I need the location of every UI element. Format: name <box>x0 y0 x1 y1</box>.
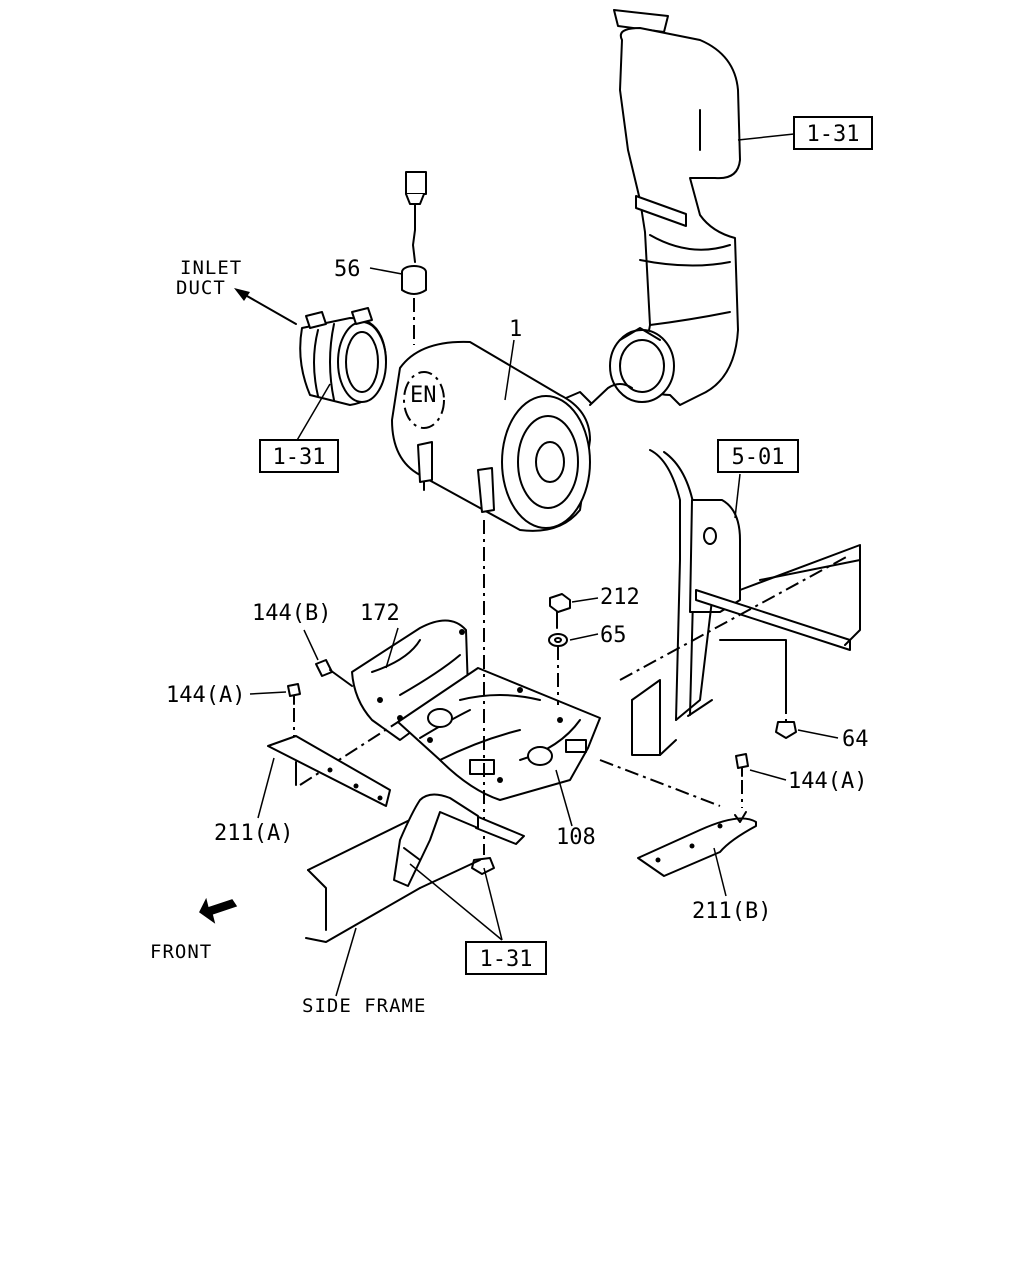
frame-cross-member <box>619 449 861 756</box>
fasteners <box>287 593 797 875</box>
label-part-144a-left: 144(A) <box>166 683 245 708</box>
restriction-sensor <box>401 171 427 345</box>
label-part-211a: 211(A) <box>214 821 293 846</box>
label-part-144a-right: 144(A) <box>788 769 867 794</box>
label-part-1: 1 <box>509 317 522 342</box>
front-arrow-icon <box>199 897 238 924</box>
alignment-line-left <box>299 721 399 786</box>
air-cleaner-body: EN <box>391 340 633 532</box>
caption-front: FRONT <box>150 941 212 963</box>
svg-text:1-31: 1-31 <box>273 445 326 470</box>
svg-text:1-31: 1-31 <box>807 122 860 147</box>
inlet-duct-hose <box>299 307 387 406</box>
ref-box-frame: 5-01 <box>717 439 799 473</box>
shim-211a <box>267 735 391 807</box>
shim-211b <box>637 811 757 877</box>
label-part-211b: 211(B) <box>692 899 771 924</box>
caption-side-frame: SIDE FRAME <box>302 995 426 1017</box>
ref-box-top-right: 1-31 <box>793 116 873 150</box>
label-part-144b: 144(B) <box>252 601 331 626</box>
caption-inlet: INLET <box>180 257 242 279</box>
upper-intake-duct <box>609 9 741 406</box>
label-part-56: 56 <box>334 257 361 282</box>
inlet-arrow-icon <box>239 291 297 325</box>
ref-box-bottom: 1-31 <box>465 941 547 975</box>
label-part-64: 64 <box>842 727 869 752</box>
svg-text:1-31: 1-31 <box>480 947 533 972</box>
alignment-line-right <box>599 759 721 807</box>
label-part-108: 108 <box>556 825 596 850</box>
caption-duct: DUCT <box>176 277 226 299</box>
label-part-65: 65 <box>600 623 627 648</box>
svg-text:EN: EN <box>410 383 437 408</box>
leader-lines <box>249 133 839 997</box>
ref-box-left: 1-31 <box>259 439 339 473</box>
side-frame <box>305 793 525 943</box>
label-part-212: 212 <box>600 585 640 610</box>
svg-text:5-01: 5-01 <box>732 445 785 470</box>
label-part-172: 172 <box>360 601 400 626</box>
mounting-plate-108 <box>397 667 601 801</box>
